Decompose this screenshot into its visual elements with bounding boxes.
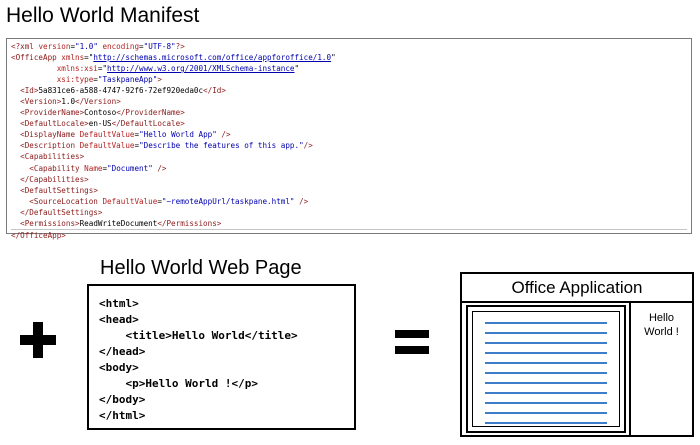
- webpage-code-line: </head>: [99, 345, 146, 358]
- task-pane-text: Hello World !: [635, 311, 688, 339]
- office-application-window: Office Application Hello World !: [460, 272, 694, 437]
- webpage-code-line: </body>: [99, 393, 146, 406]
- manifest-code-line: <SourceLocation DefaultValue="~remoteApp…: [29, 196, 309, 206]
- task-pane: Hello World !: [629, 303, 692, 435]
- manifest-code-line: <ProviderName>Contoso</ProviderName>: [20, 108, 185, 118]
- webpage-code-line: <body>: [99, 361, 139, 374]
- office-application-title: Office Application: [462, 274, 692, 303]
- manifest-code-line: </DefaultSettings>: [20, 207, 103, 217]
- webpage-code-line: <html>: [99, 297, 139, 310]
- manifest-code-line: xsi:type="TaskpaneApp">: [56, 75, 162, 85]
- manifest-code-line: <Id>5a831ce6-a588-4747-92f6-72ef920eda0c…: [20, 86, 226, 96]
- manifest-code-line: <Capability Name="Document" />: [29, 163, 167, 173]
- manifest-code-line: xmlns:xsi="http://www.w3.org/2001/XMLSch…: [56, 64, 300, 74]
- document-text-line: [485, 362, 607, 364]
- document-text-line: [485, 392, 607, 394]
- document-text-line: [485, 332, 607, 334]
- document-text-line: [485, 372, 607, 374]
- manifest-code-line: <DefaultLocale>en-US</DefaultLocale>: [20, 119, 185, 129]
- document-text-line: [485, 382, 607, 384]
- plus-icon: [20, 322, 56, 358]
- task-pane-line-1: Hello: [648, 312, 675, 324]
- manifest-code-line: <Capabilities>: [20, 152, 85, 162]
- manifest-code-line: <OfficeApp xmlns="http://schemas.microso…: [11, 53, 336, 63]
- webpage-code-line: <p>Hello World !</p>: [99, 377, 258, 390]
- manifest-code-line: <Description DefaultValue="Describe the …: [20, 141, 313, 151]
- task-pane-line-2: World !: [644, 326, 679, 338]
- webpage-title: Hello World Web Page: [100, 257, 302, 279]
- webpage-code-box: <html> <head> <title>Hello World</title> <…: [87, 284, 356, 430]
- equals-bar-bottom: [395, 346, 429, 354]
- manifest-code: <?xml version="1.0" encoding="UTF-8"?> <O…: [11, 41, 687, 241]
- manifest-code-line: </Capabilities>: [20, 174, 89, 184]
- document-text-line: [485, 342, 607, 344]
- manifest-code-line: <DisplayName DefaultValue="Hello World A…: [20, 130, 231, 140]
- manifest-code-line: <DefaultSettings>: [20, 185, 98, 195]
- document-text-line: [485, 422, 607, 424]
- manifest-code-line: <Permissions>ReadWriteDocument</Permissi…: [20, 218, 222, 228]
- document-pane: [466, 305, 626, 433]
- webpage-code: <html> <head> <title>Hello World</title> <…: [99, 296, 298, 424]
- document-page: [472, 311, 620, 427]
- webpage-code-line: <head>: [99, 313, 139, 326]
- plus-bar-vertical: [33, 322, 43, 358]
- manifest-code-line: </OfficeApp>: [11, 228, 687, 241]
- webpage-code-line: </html>: [99, 409, 146, 422]
- equals-icon: [395, 330, 429, 354]
- equals-bar-top: [395, 330, 429, 338]
- document-text-line: [485, 352, 607, 354]
- document-text-line: [485, 412, 607, 414]
- manifest-code-line: <Version>1.0</Version>: [20, 97, 121, 107]
- document-text-line: [485, 322, 607, 324]
- manifest-code-box: <?xml version="1.0" encoding="UTF-8"?> <O…: [6, 38, 692, 240]
- manifest-title: Hello World Manifest: [6, 4, 200, 27]
- webpage-code-line: <title>Hello World</title>: [99, 329, 298, 342]
- manifest-code-line: <?xml version="1.0" encoding="UTF-8"?>: [11, 42, 185, 51]
- document-text-line: [485, 402, 607, 404]
